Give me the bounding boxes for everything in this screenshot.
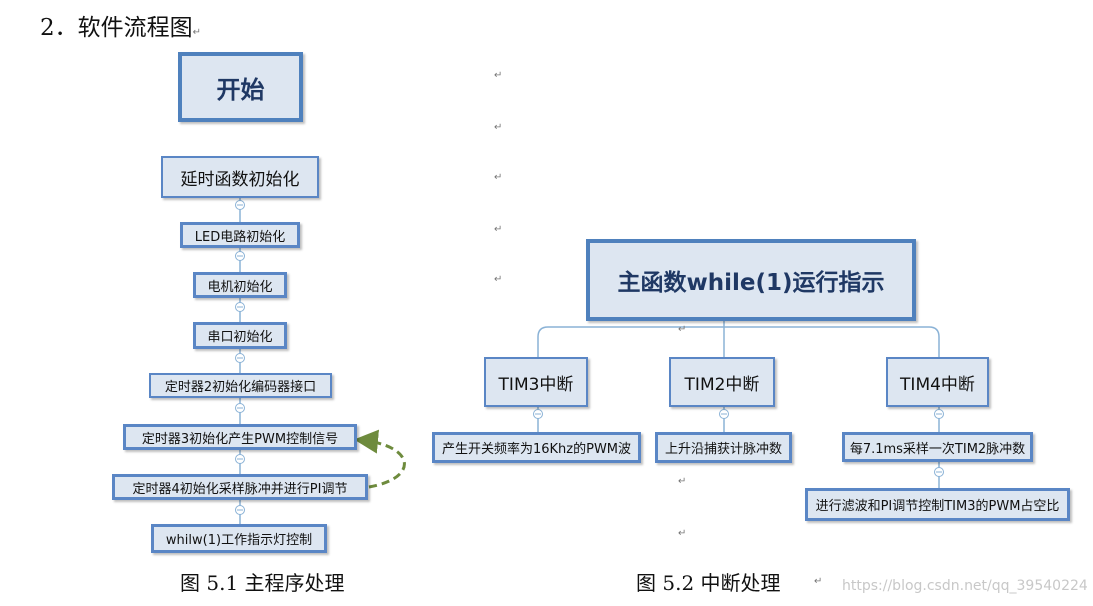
- caption-interrupt-handling: 图 5.2 中断处理: [636, 571, 781, 595]
- section-heading-text: 2．软件流程图: [40, 15, 193, 41]
- return-mark-icon: ↵: [494, 224, 503, 235]
- step-timer4-init: 定时器4初始化采样脉冲并进行PI调节: [112, 474, 368, 500]
- step-while-loop: whilw(1)工作指示灯控制: [151, 524, 327, 553]
- return-mark-icon: ↵: [494, 172, 503, 183]
- caption-main-program: 图 5.1 主程序处理: [180, 571, 345, 595]
- section-heading: 2．软件流程图↵: [40, 8, 201, 42]
- watermark: https://blog.csdn.net/qq_39540224: [842, 578, 1088, 594]
- step-delay-init: 延时函数初始化: [161, 156, 319, 198]
- step-timer3-init: 定时器3初始化产生PWM控制信号: [123, 424, 357, 450]
- return-mark-icon: ↵: [814, 576, 823, 587]
- step-serial-init: 串口初始化: [193, 322, 287, 349]
- return-mark-icon: ↵: [678, 528, 687, 539]
- tim3-pwm-generation: 产生开关频率为16Khz的PWM波: [432, 432, 641, 463]
- branch-tim4: TIM4中断: [886, 357, 989, 407]
- step-motor-init: 电机初始化: [193, 272, 287, 298]
- step-timer2-init: 定时器2初始化编码器接口: [149, 373, 332, 398]
- tim4-pi-control: 进行滤波和PI调节控制TIM3的PWM占空比: [805, 488, 1070, 521]
- tim4-sampling: 每7.1ms采样一次TIM2脉冲数: [842, 432, 1033, 462]
- tim2-pulse-capture: 上升沿捕获计脉冲数: [655, 432, 792, 463]
- start-node: 开始: [178, 52, 303, 122]
- step-led-init: LED电路初始化: [180, 222, 300, 248]
- return-mark-icon: ↵: [494, 70, 503, 81]
- return-mark-icon: ↵: [192, 27, 202, 38]
- main-loop-root: 主函数while(1)运行指示: [586, 239, 916, 321]
- return-mark-icon: ↵: [494, 274, 503, 285]
- return-mark-icon: ↵: [678, 324, 687, 335]
- branch-tim2: TIM2中断: [669, 357, 775, 407]
- return-mark-icon: ↵: [678, 476, 687, 487]
- branch-tim3: TIM3中断: [484, 357, 588, 407]
- loop-arrow: [354, 429, 406, 489]
- return-mark-icon: ↵: [494, 122, 503, 133]
